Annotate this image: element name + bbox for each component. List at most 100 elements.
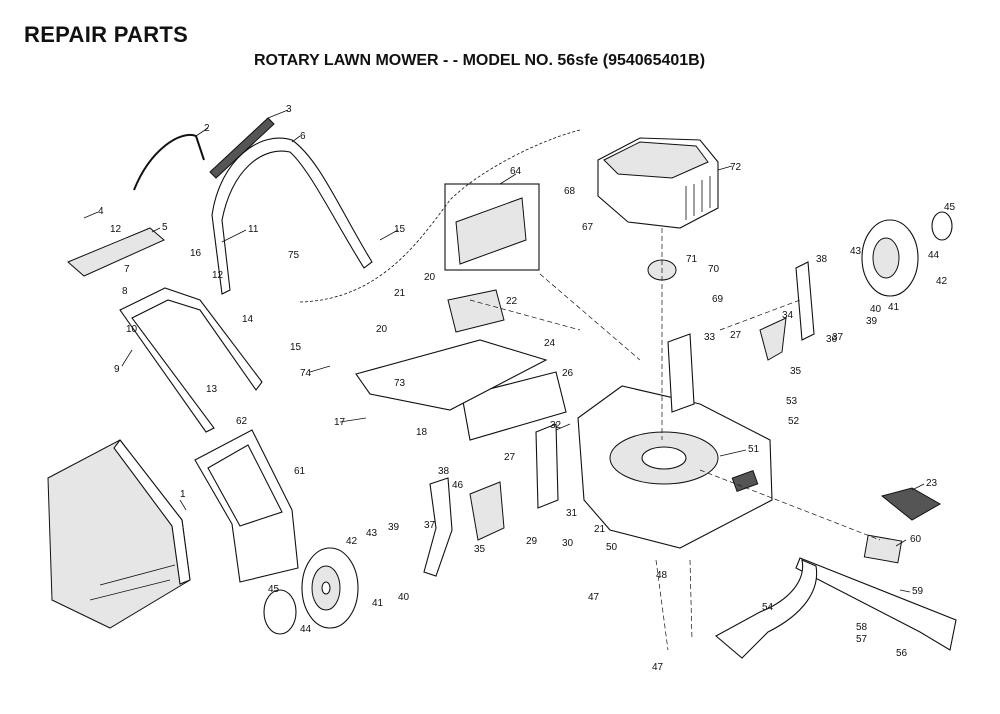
callout: 44 <box>928 250 940 261</box>
callout: 42 <box>936 276 948 287</box>
engine <box>597 137 719 229</box>
rear-flap <box>461 371 567 441</box>
callout: 35 <box>474 544 486 555</box>
callout: 45 <box>268 584 280 595</box>
callout: 75 <box>288 250 300 261</box>
upper-handle <box>211 137 373 295</box>
wheel-right <box>861 219 919 297</box>
callout: 69 <box>712 294 724 305</box>
callout: 16 <box>190 248 202 259</box>
callout: 24 <box>544 338 556 349</box>
callout: 39 <box>388 522 400 533</box>
callout: 30 <box>562 538 574 549</box>
callout: 41 <box>888 302 900 313</box>
callout: 8 <box>122 286 128 297</box>
height-adjuster-plate-rear <box>759 317 787 361</box>
handle-grip <box>209 117 275 179</box>
callout: 54 <box>762 602 774 613</box>
callout: 44 <box>300 624 312 635</box>
callout: 47 <box>588 592 600 603</box>
mower-deck <box>577 385 773 549</box>
blade-adapter <box>863 534 903 564</box>
callout: 12 <box>110 224 122 235</box>
callout: 11 <box>248 224 259 235</box>
callout: 12 <box>212 270 224 281</box>
callout: 7 <box>124 264 130 275</box>
callout: 67 <box>582 222 594 233</box>
hubcap-right <box>931 211 953 241</box>
callout: 5 <box>162 222 168 233</box>
callout: 71 <box>686 254 698 265</box>
baffle <box>447 289 505 333</box>
leader-lines <box>83 109 925 593</box>
decal <box>455 197 527 265</box>
callout: 50 <box>606 542 618 553</box>
callout: 35 <box>790 366 802 377</box>
callout: 21 <box>594 524 606 535</box>
callout: 64 <box>510 166 522 177</box>
callout: 61 <box>294 466 306 477</box>
callout: 57 <box>856 634 868 645</box>
callout: 27 <box>504 452 516 463</box>
callout-labels: 1 2 3 4 5 6 7 8 9 10 11 12 12 13 14 15 1… <box>98 104 956 673</box>
callout: 45 <box>944 202 956 213</box>
baffle-bar <box>715 559 818 659</box>
callout: 1 <box>180 489 186 500</box>
callout: 43 <box>366 528 378 539</box>
hubcap-left <box>263 589 297 635</box>
callout: 52 <box>788 416 800 427</box>
height-adjuster-front <box>423 477 453 577</box>
callout: 32 <box>550 420 562 431</box>
callout: 41 <box>372 598 384 609</box>
callout: 21 <box>394 288 406 299</box>
assembly-lines <box>469 228 881 651</box>
callout: 37 <box>832 332 844 343</box>
grass-bag <box>47 439 191 629</box>
callout: 48 <box>656 570 668 581</box>
chute-door <box>355 339 548 411</box>
callout: 53 <box>786 396 798 407</box>
callout: 20 <box>376 324 388 335</box>
callout: 74 <box>300 368 312 379</box>
callout: 58 <box>856 622 868 633</box>
bag-frame <box>194 429 299 583</box>
callout: 2 <box>204 123 210 134</box>
callout: 3 <box>286 104 292 115</box>
callout: 56 <box>896 648 908 659</box>
callout: 6 <box>300 131 306 142</box>
callout: 59 <box>912 586 924 597</box>
callout: 15 <box>290 342 302 353</box>
callout: 33 <box>704 332 716 343</box>
callout: 29 <box>526 536 538 547</box>
callout: 40 <box>398 592 410 603</box>
callout: 72 <box>730 162 742 173</box>
axle-bracket-front <box>535 423 559 509</box>
height-adjuster-plate <box>469 481 505 541</box>
callout: 37 <box>424 520 436 531</box>
callout: 31 <box>566 508 578 519</box>
callout: 15 <box>394 224 406 235</box>
callout: 68 <box>564 186 576 197</box>
callout: 73 <box>394 378 406 389</box>
callout: 38 <box>438 466 450 477</box>
callout: 9 <box>114 364 120 375</box>
callout: 10 <box>126 324 138 335</box>
callout: 40 <box>870 304 882 315</box>
axle-bracket <box>667 333 695 413</box>
callout: 26 <box>562 368 574 379</box>
callout: 27 <box>730 330 742 341</box>
callout: 36 <box>826 334 838 345</box>
page-title: REPAIR PARTS <box>24 22 189 47</box>
callout: 17 <box>334 417 346 428</box>
callout: 4 <box>98 206 104 217</box>
wheel-left <box>301 547 359 629</box>
callout: 70 <box>708 264 720 275</box>
callout: 34 <box>782 310 794 321</box>
callout: 47 <box>652 662 664 673</box>
callout: 42 <box>346 536 358 547</box>
control-bar <box>133 133 205 191</box>
callout: 18 <box>416 427 428 438</box>
callout: 43 <box>850 246 862 257</box>
callout: 23 <box>926 478 938 489</box>
